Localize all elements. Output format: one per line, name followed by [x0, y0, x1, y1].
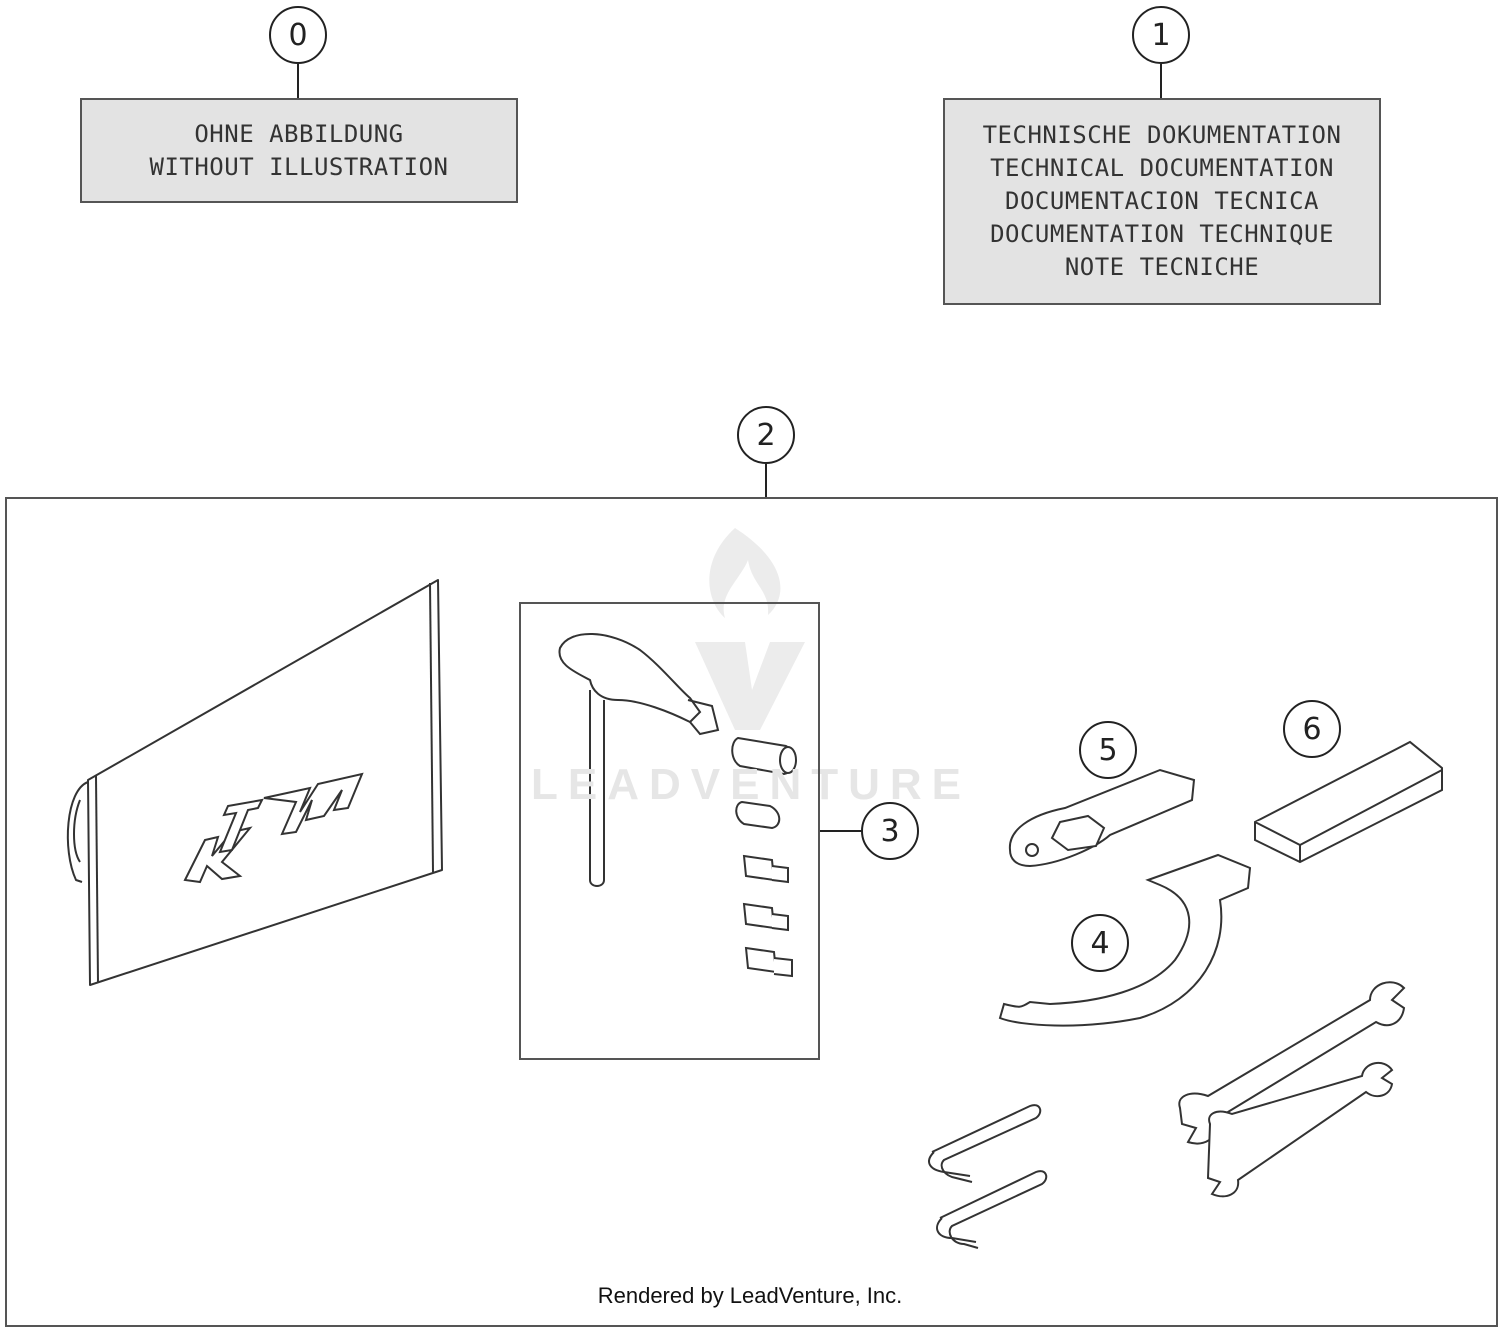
box1-line-5: NOTE TECNICHE	[1064, 253, 1260, 281]
t-handle-wrench-illustration	[558, 633, 720, 887]
bit-set-illustration	[731, 736, 797, 978]
callout-1[interactable]: 1	[1132, 6, 1190, 64]
bit-kit-frame	[519, 602, 820, 1060]
callout-0[interactable]: 0	[269, 6, 327, 64]
callout-2[interactable]: 2	[737, 406, 795, 464]
c-spanner-4-illustration	[998, 853, 1252, 1027]
ktm-logo-icon	[183, 772, 364, 884]
callout-5[interactable]: 5	[1079, 721, 1137, 779]
box1-line-1: TECHNISCHE DOKUMENTATION	[982, 121, 1342, 149]
leader-line-1	[1160, 64, 1162, 99]
leader-line-2	[765, 464, 767, 498]
callout-3[interactable]: 3	[861, 802, 919, 860]
open-end-wrenches-illustration	[1178, 981, 1406, 1198]
tool-bag-illustration	[66, 579, 443, 986]
label-box-technical-documentation: TECHNISCHE DOKUMENTATION TECHNICAL DOCUM…	[943, 98, 1381, 305]
box1-line-2: TECHNICAL DOCUMENTATION	[990, 154, 1334, 182]
box1-line-3: DOCUMENTACION TECNICA	[1005, 187, 1319, 215]
leader-line-3	[820, 830, 862, 832]
callout-4[interactable]: 4	[1071, 914, 1129, 972]
box0-line-2: WITHOUT ILLUSTRATION	[149, 152, 449, 181]
watermark-logo-icon	[695, 528, 805, 730]
hex-keys-illustration	[928, 1104, 1048, 1249]
tool-kit-frame	[5, 497, 1498, 1327]
label-box-without-illustration: OHNE ABBILDUNG WITHOUT ILLUSTRATION	[80, 98, 518, 203]
hook-wrench-5-illustration	[1008, 768, 1196, 868]
box1-line-4: DOCUMENTATION TECHNIQUE	[990, 220, 1334, 248]
leader-line-0	[297, 64, 299, 99]
callout-6[interactable]: 6	[1283, 700, 1341, 758]
footer-credit: Rendered by LeadVenture, Inc.	[597, 1283, 903, 1308]
watermark-text: LEADVENTURE	[530, 760, 972, 809]
strap-6-illustration	[1254, 740, 1443, 864]
box0-line-1: OHNE ABBILDUNG	[194, 119, 404, 148]
